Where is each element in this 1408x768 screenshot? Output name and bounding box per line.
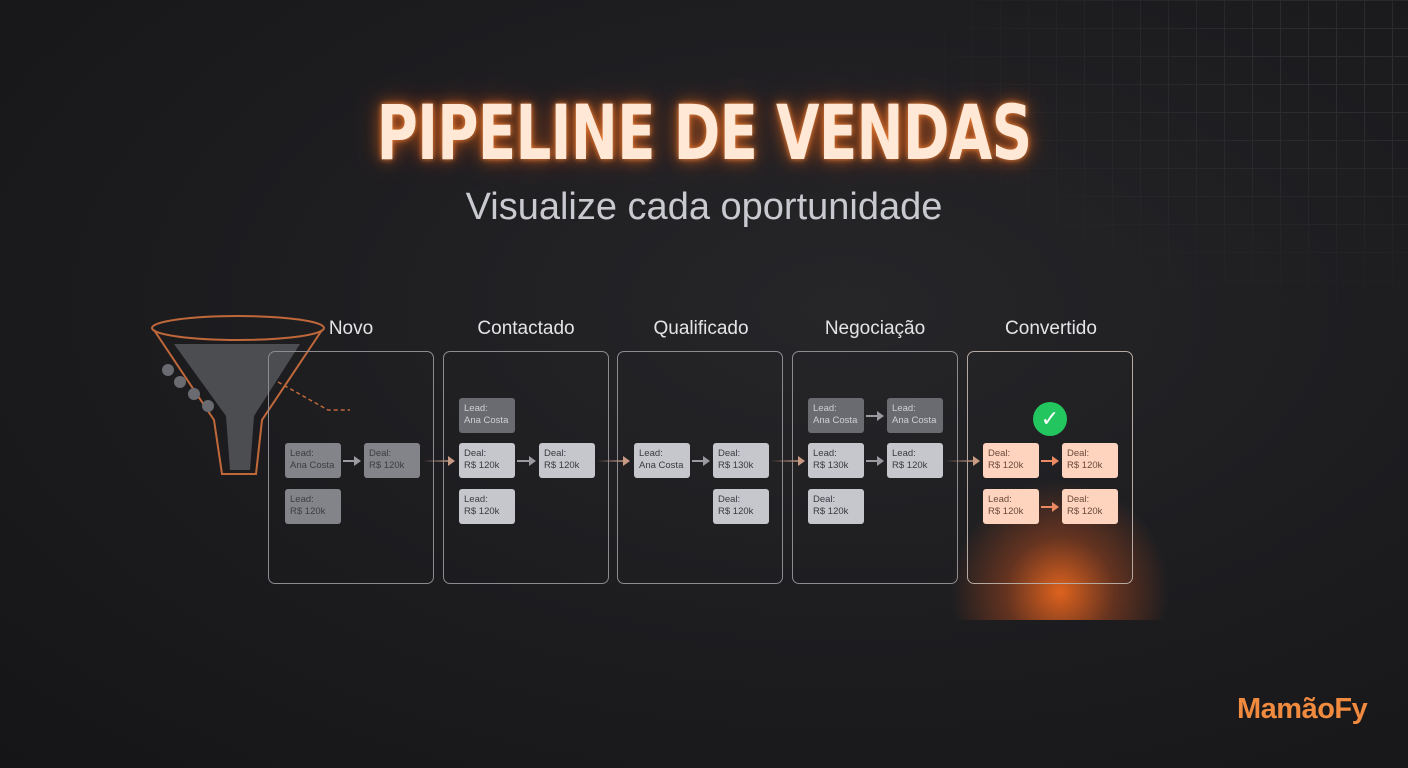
check-circle-icon: ✓ [1033, 402, 1067, 436]
brand-logo: MamãoFy [1237, 693, 1368, 725]
flow-arrow [517, 456, 536, 466]
stage-label-contactado: Contactado [477, 318, 575, 339]
pipeline-card[interactable]: Deal:R$ 120k [1062, 443, 1118, 478]
pipeline-card[interactable]: Lead:Ana Costa [634, 443, 690, 478]
flow-arrow [343, 456, 361, 466]
stage-label-qualificado: Qualificado [653, 318, 749, 339]
page-subtitle: Visualize cada oportunidade [465, 186, 943, 228]
flow-arrow [423, 456, 455, 466]
pipeline-card[interactable]: Deal:R$ 120k [539, 443, 595, 478]
pipeline-card[interactable]: Deal:R$ 120k [983, 443, 1039, 478]
stage-label-negociacao: Negociação [824, 318, 926, 339]
stage-column-qualificado [617, 351, 783, 584]
flow-arrow [597, 456, 630, 466]
pipeline-card[interactable]: Deal:R$ 130k [713, 443, 769, 478]
pipeline-card[interactable]: Deal:R$ 120k [713, 489, 769, 524]
page-title: PIPELINE DE VENDAS [376, 88, 1032, 177]
pipeline-card[interactable]: Lead:R$ 130k [808, 443, 864, 478]
stage-label-novo: Novo [328, 318, 374, 339]
flow-arrow [692, 456, 710, 466]
flow-arrow [866, 456, 884, 466]
flow-arrow [1041, 456, 1059, 466]
pipeline-card[interactable]: Lead:Ana Costa [808, 398, 864, 433]
pipeline-card[interactable]: Lead:R$ 120k [285, 489, 341, 524]
pipeline-card[interactable]: Deal:R$ 120k [808, 489, 864, 524]
pipeline-card[interactable]: Lead:R$ 120k [459, 489, 515, 524]
stage-column-negociacao [792, 351, 958, 584]
pipeline-card[interactable]: Lead:Ana Costa [887, 398, 943, 433]
pipeline-card[interactable]: Lead:Ana Costa [459, 398, 515, 433]
stage-column-novo [268, 351, 434, 584]
pipeline-card[interactable]: Deal:R$ 120k [459, 443, 515, 478]
flow-arrow [866, 411, 884, 421]
background-grid [888, 0, 1408, 320]
flow-arrow [771, 456, 805, 466]
flow-arrow [946, 456, 980, 466]
stage-column-contactado [443, 351, 609, 584]
stage-column-convertido [967, 351, 1133, 584]
pipeline-card[interactable]: Deal:R$ 120k [1062, 489, 1118, 524]
pipeline-card[interactable]: Lead:Ana Costa [285, 443, 341, 478]
pipeline-card[interactable]: Lead:R$ 120k [983, 489, 1039, 524]
pipeline-card[interactable]: Deal:R$ 120k [364, 443, 420, 478]
flow-arrow [1041, 502, 1059, 512]
pipeline-card[interactable]: Lead:R$ 120k [887, 443, 943, 478]
stage-label-convertido: Convertido [1005, 318, 1097, 339]
